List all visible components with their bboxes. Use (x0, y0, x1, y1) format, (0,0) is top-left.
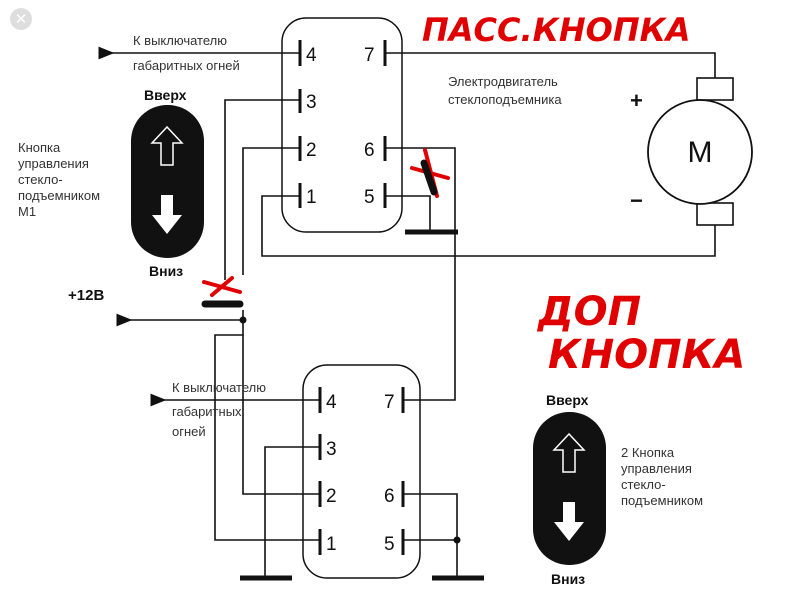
button-1-body (131, 105, 204, 258)
button-2-up-label: Вверх (546, 392, 589, 408)
top-switch: 4 3 2 1 7 6 5 (281, 17, 403, 233)
button-1-desc-2: управления (18, 156, 89, 171)
bottom-switch-body (302, 364, 421, 579)
bottom-pin-1: 1 (326, 534, 337, 555)
arrow-up-icon (150, 125, 184, 166)
lights-label-bottom-1: К выключателю (172, 380, 266, 395)
annotation-extra-line1: ДОП (536, 289, 641, 335)
top-pin-3: 3 (306, 92, 317, 113)
junction-node (453, 536, 461, 544)
button-1-desc-5: М1 (18, 204, 36, 219)
button-2-desc-4: подъемником (621, 493, 703, 508)
plus-sign: + (630, 88, 643, 113)
arrow-up-icon (552, 432, 586, 473)
arrow-down-icon (554, 502, 584, 541)
top-pin-1: 1 (306, 187, 317, 208)
button-1 (131, 105, 204, 258)
button-1-up-label: Вверх (144, 87, 187, 103)
top-pin-4: 4 (306, 45, 317, 66)
lights-label-top-1: К выключателю (133, 33, 227, 48)
button-2-desc-1: 2 Кнопка (621, 445, 675, 460)
motor-label-1: Электродвигатель (448, 74, 558, 89)
bottom-pin-4: 4 (326, 392, 337, 413)
motor-terminal-minus (696, 202, 734, 226)
motor-body (647, 99, 753, 205)
annotation-pass-button: ПАСС.КНОПКА (422, 11, 691, 49)
wires (98, 46, 716, 578)
lights-label-top-2: габаритных огней (133, 58, 240, 73)
top-pin-5: 5 (364, 187, 375, 208)
button-2-desc-3: стекло- (621, 477, 666, 492)
button-1-down-label: Вниз (149, 263, 183, 279)
top-pin-7: 7 (364, 45, 375, 66)
bottom-pin-7: 7 (384, 392, 395, 413)
bottom-pin-5: 5 (384, 534, 395, 555)
junction-node (239, 316, 247, 324)
power-label: +12В (68, 287, 104, 304)
motor-label-2: стеклоподъемника (448, 92, 562, 107)
motor: M + − (630, 77, 753, 226)
annotation-extra-line2: КНОПКА (548, 332, 745, 378)
button-1-desc-1: Кнопка (18, 140, 61, 155)
button-2-down-label: Вниз (551, 571, 585, 587)
top-pin-2: 2 (306, 140, 317, 161)
top-pin-6: 6 (364, 140, 375, 161)
bottom-switch: 4 3 2 1 7 6 5 (302, 364, 421, 579)
button-1-desc-4: подъемником (18, 188, 100, 203)
button-1-desc-3: стекло- (18, 172, 63, 187)
bottom-pin-3: 3 (326, 439, 337, 460)
motor-letter: M (688, 136, 713, 169)
button-2 (533, 412, 606, 565)
cut-marks (201, 159, 438, 308)
red-cross-marks (202, 148, 450, 297)
button-2-desc-2: управления (621, 461, 692, 476)
motor-terminal-plus (696, 77, 734, 101)
bottom-pin-6: 6 (384, 486, 395, 507)
lights-label-bottom-2: габаритных (172, 404, 242, 419)
ground-symbols (240, 229, 484, 581)
button-2-body (533, 412, 606, 565)
top-switch-body (281, 17, 403, 233)
bottom-pin-2: 2 (326, 486, 337, 507)
arrow-down-icon (152, 195, 182, 234)
minus-sign: − (630, 188, 643, 213)
lights-label-bottom-3: огней (172, 424, 206, 439)
close-icon[interactable]: ✕ (10, 8, 32, 30)
